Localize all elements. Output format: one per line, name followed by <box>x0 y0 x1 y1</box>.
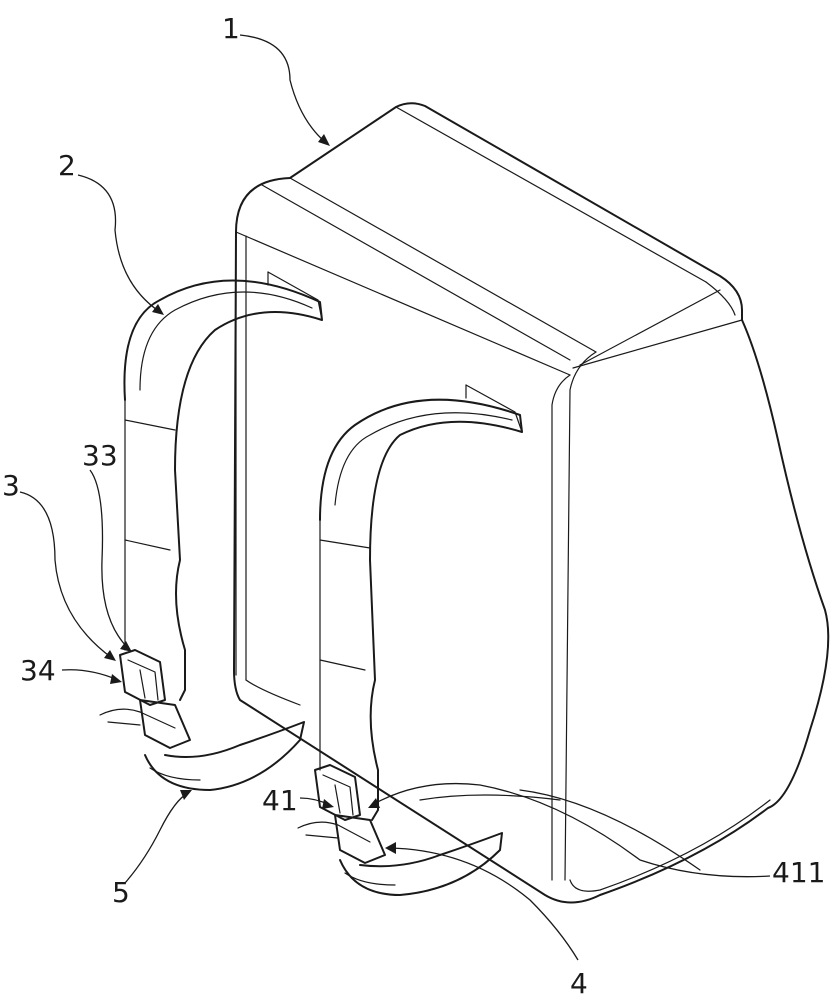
label-1: 1 <box>222 12 240 45</box>
reference-labels: 1 2 33 3 34 5 41 411 4 <box>2 12 825 1000</box>
label-4: 4 <box>570 967 588 1000</box>
left-strap <box>123 271 323 791</box>
right-buckle <box>297 764 386 864</box>
label-33: 33 <box>82 439 118 472</box>
right-strap <box>319 384 523 896</box>
label-5: 5 <box>112 876 130 909</box>
box-body <box>233 102 830 904</box>
label-41: 41 <box>262 784 298 817</box>
label-3: 3 <box>2 469 20 502</box>
leader-lines <box>19 34 771 961</box>
label-34: 34 <box>20 654 56 687</box>
label-411: 411 <box>772 856 825 889</box>
label-2: 2 <box>58 149 76 182</box>
left-buckle <box>99 649 191 749</box>
